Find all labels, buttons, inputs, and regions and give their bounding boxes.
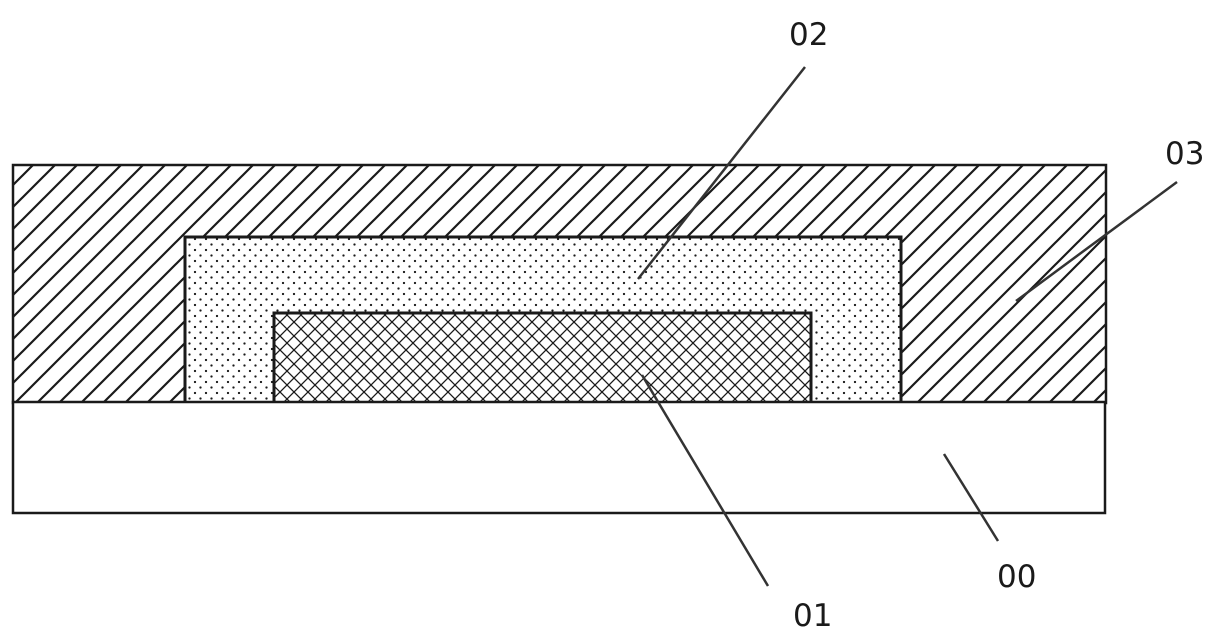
leader-line-01 [640,374,770,587]
label-03: 03 [1165,136,1204,172]
layer-01-crosshatched [272,311,813,405]
layer-00-substrate [11,400,1107,515]
label-00: 00 [997,559,1036,595]
label-01: 01 [793,598,832,634]
leader-line-03 [1015,180,1178,303]
leader-line-00 [942,453,1000,542]
label-02: 02 [789,17,828,53]
leader-line-02 [637,66,806,280]
